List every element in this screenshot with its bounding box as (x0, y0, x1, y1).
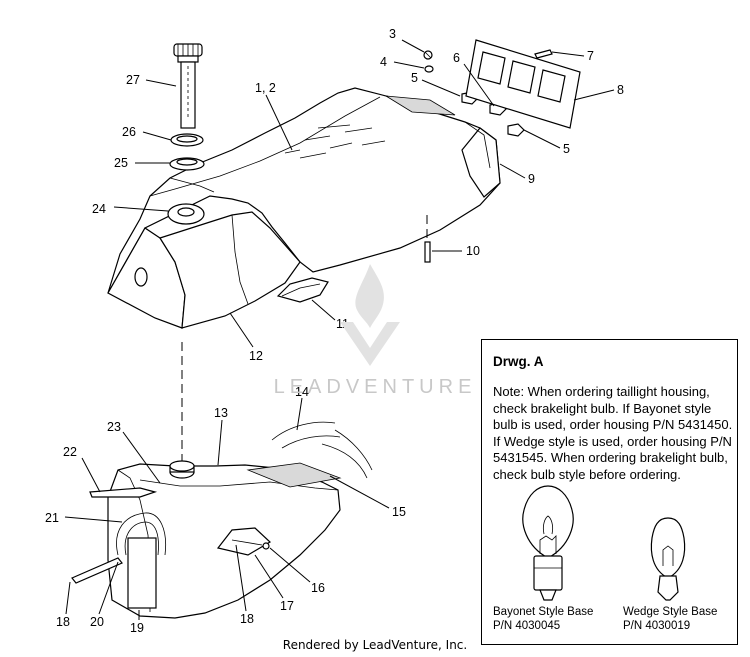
callout-5a: 5 (411, 71, 418, 85)
callout-20: 20 (90, 615, 104, 629)
callout-26: 26 (122, 125, 136, 139)
callout-7: 7 (587, 49, 594, 63)
watermark-text: LEADVENTURE (273, 376, 477, 398)
callout-27: 27 (126, 73, 140, 87)
drawing-a-panel: Drwg. A Note: When ordering taillight ho… (481, 339, 738, 645)
bayonet-label: Bayonet Style Base P/N 4030045 (493, 606, 593, 633)
bayonet-label-name: Bayonet Style Base (493, 606, 594, 618)
callout-22: 22 (63, 445, 77, 459)
callout-4: 4 (380, 55, 387, 69)
callout-8: 8 (617, 83, 624, 97)
callout-16: 16 (311, 581, 325, 595)
leadventure-logo-icon (340, 264, 400, 366)
callout-18b: 18 (240, 612, 254, 626)
callout-17: 17 (280, 599, 294, 613)
callout-19: 19 (130, 621, 144, 635)
fuel-cap-assembly (169, 43, 205, 171)
taillight-hardware (423, 39, 581, 263)
callout-24: 24 (92, 202, 106, 216)
wedge-label-name: Wedge Style Base (623, 606, 718, 618)
callout-15: 15 (392, 505, 406, 519)
bayonet-part-number: P/N 4030045 (493, 619, 561, 632)
wedge-bulb-icon (650, 517, 686, 601)
drawing-a-title: Drwg. A (493, 354, 544, 369)
callout-3: 3 (389, 27, 396, 41)
drawing-a-note: Note: When ordering taillight housing, c… (493, 384, 733, 482)
callout-25: 25 (114, 156, 128, 170)
footer-credit: Rendered by LeadVenture, Inc. (282, 638, 468, 652)
seat-cover-assembly (107, 87, 501, 329)
callout-12: 12 (249, 349, 263, 363)
callout-21: 21 (45, 511, 59, 525)
bayonet-bulb-icon (522, 485, 574, 601)
callout-6: 6 (453, 51, 460, 65)
fuel-tank-assembly (71, 421, 373, 619)
callout-1-2: 1, 2 (255, 81, 276, 95)
callout-23: 23 (107, 420, 121, 434)
leader-lines (64, 39, 615, 620)
callout-13: 13 (214, 406, 228, 420)
wedge-part-number: P/N 4030019 (623, 619, 691, 632)
callout-9: 9 (528, 172, 535, 186)
wedge-label: Wedge Style Base P/N 4030019 (623, 606, 717, 633)
callout-5b: 5 (563, 142, 570, 156)
callout-14: 14 (295, 385, 309, 399)
callout-10: 10 (466, 244, 480, 258)
callout-18a: 18 (56, 615, 70, 629)
